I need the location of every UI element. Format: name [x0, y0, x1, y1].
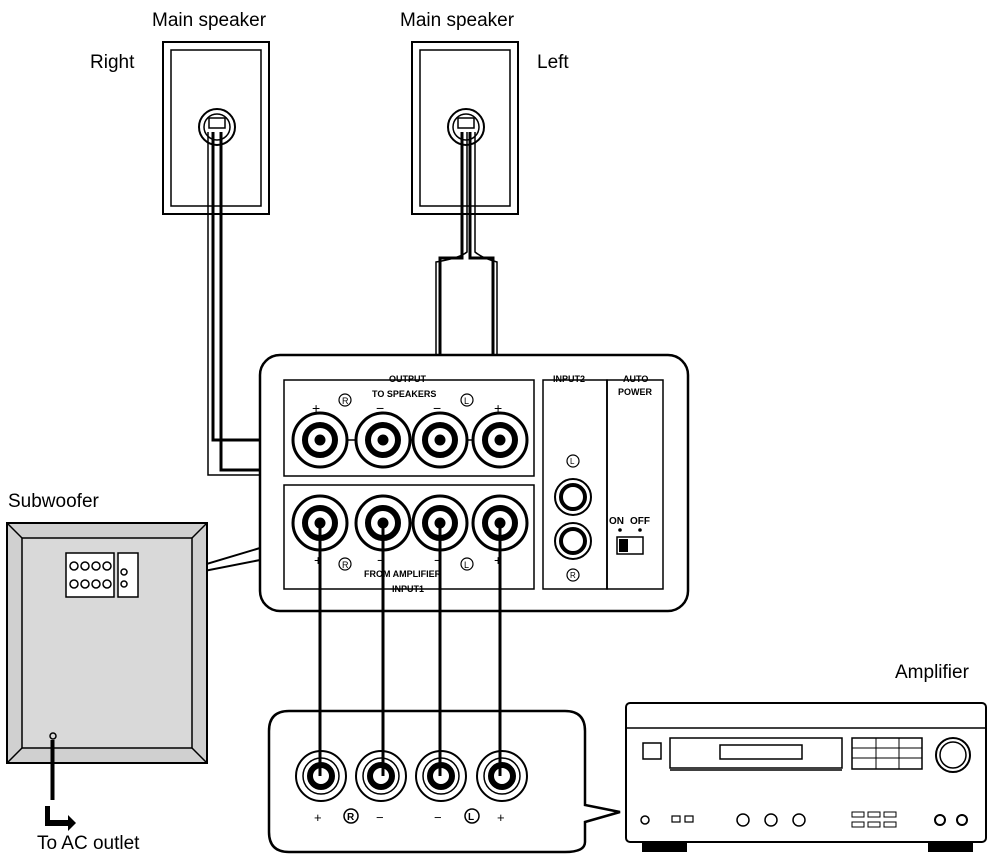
power-cord	[45, 740, 76, 831]
input1-l-plus-sign: +	[494, 552, 502, 568]
input1-label: INPUT1	[392, 584, 424, 594]
arrow-icon	[45, 806, 76, 831]
main-speaker-right-label: Main speaker	[152, 10, 267, 31]
output-label: OUTPUT	[389, 374, 427, 384]
right-label: Right	[90, 52, 135, 73]
output-l-marker: L	[464, 396, 469, 406]
to-speakers-label: TO SPEAKERS	[372, 389, 436, 399]
power-label: POWER	[618, 387, 653, 397]
left-label: Left	[537, 52, 569, 73]
output-r-plus-sign: +	[312, 400, 320, 416]
input2-jacks	[554, 454, 592, 582]
input2-label: INPUT2	[553, 374, 585, 384]
left-speaker-cable	[435, 132, 498, 440]
on-label: ON	[609, 516, 624, 527]
off-label: OFF	[630, 516, 650, 527]
ac-outlet-label: To AC outlet	[37, 833, 140, 854]
input1-r-marker: R	[342, 560, 349, 570]
amp-r-plus-sign: +	[314, 810, 322, 825]
amplifier	[625, 702, 987, 852]
amplifier-terminal-panel	[267, 709, 621, 854]
amplifier-label: Amplifier	[895, 662, 969, 683]
amp-r-marker: R	[347, 812, 355, 823]
amplifier-cables	[318, 523, 502, 776]
output-terminals	[291, 411, 529, 469]
amp-terminal-r-minus	[355, 750, 407, 802]
auto-power-switch	[616, 528, 644, 555]
subwoofer	[6, 522, 208, 764]
amp-l-minus-sign: −	[434, 810, 442, 825]
main-speaker-left-label: Main speaker	[400, 10, 515, 31]
input1-l-marker: L	[464, 560, 469, 570]
output-l-plus-sign: +	[494, 400, 502, 416]
output-r-minus-sign: −	[376, 400, 384, 416]
right-main-speaker	[162, 41, 270, 215]
from-amplifier-label: FROM AMPLIFIER	[364, 569, 442, 579]
input2-l-marker: L	[570, 457, 575, 466]
amp-l-plus-sign: +	[497, 810, 505, 825]
volume-knob-icon	[935, 737, 971, 773]
input1-r-plus-sign: +	[314, 552, 322, 568]
left-main-speaker	[411, 41, 519, 215]
input1-l-minus-sign: −	[434, 552, 442, 568]
amp-terminal-l-plus	[476, 750, 528, 802]
amp-r-minus-sign: −	[376, 810, 384, 825]
input1-r-minus-sign: −	[377, 552, 385, 568]
output-r-marker: R	[342, 396, 349, 406]
input2-r-marker: R	[570, 571, 576, 580]
subwoofer-label: Subwoofer	[8, 491, 99, 512]
amp-l-marker: L	[468, 812, 474, 823]
auto-label: AUTO	[623, 374, 648, 384]
output-l-minus-sign: −	[433, 400, 441, 416]
